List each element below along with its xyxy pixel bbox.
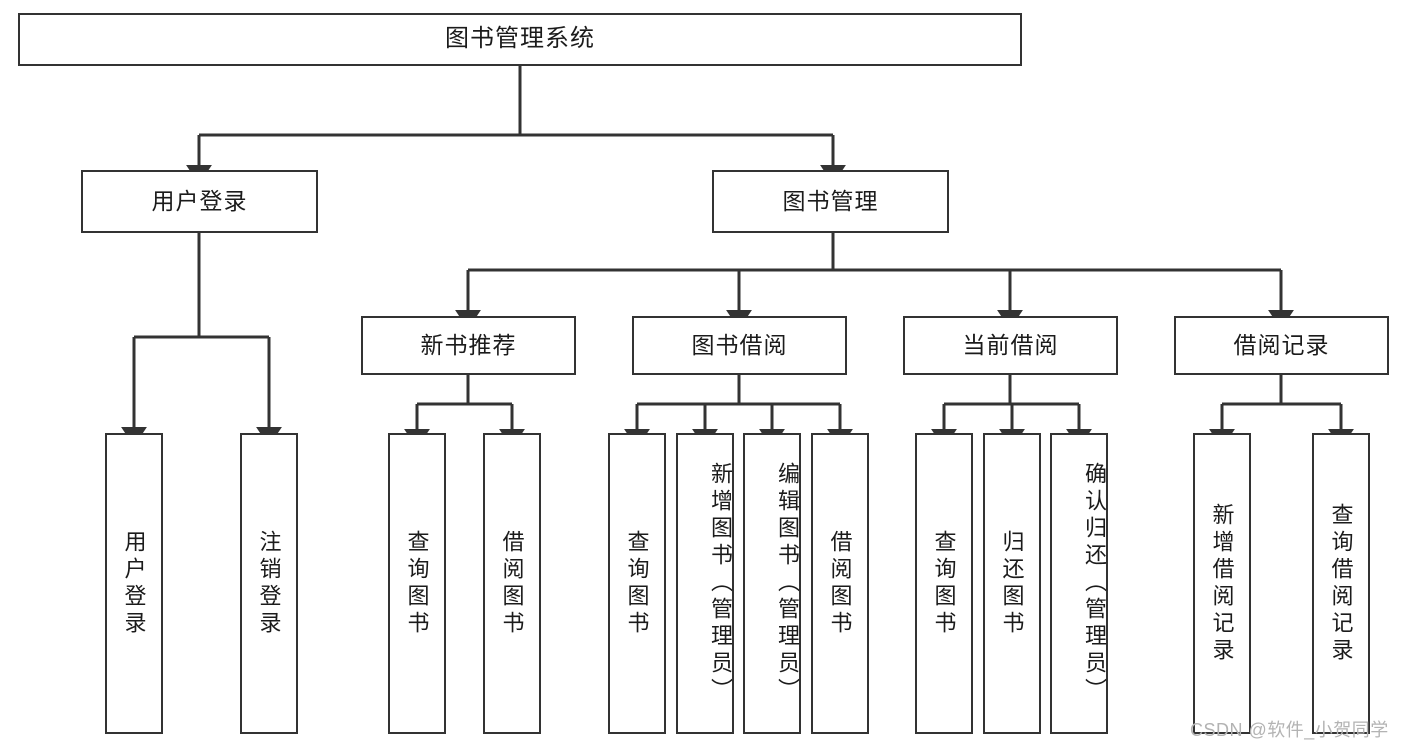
leaf-book-borrow-borrow[interactable]: 借阅图书 [811,433,869,734]
node-current-borrow[interactable]: 当前借阅 [903,316,1118,375]
leaf-new-book-borrow[interactable]: 借阅图书 [483,433,541,734]
node-user-login[interactable]: 用户登录 [81,170,318,233]
leaf-book-borrow-query[interactable]: 查询图书 [608,433,666,734]
node-book-borrow[interactable]: 图书借阅 [632,316,847,375]
leaf-book-borrow-edit[interactable]: 编辑图书（管理员） [743,433,801,734]
watermark-text: CSDN @软件_小贺同学 [1190,720,1389,740]
node-new-book-recommend[interactable]: 新书推荐 [361,316,576,375]
leaf-new-book-query[interactable]: 查询图书 [388,433,446,734]
node-root-system[interactable]: 图书管理系统 [18,13,1022,66]
leaf-current-borrow-query[interactable]: 查询图书 [915,433,973,734]
leaf-current-borrow-confirm-return[interactable]: 确认归还（管理员） [1050,433,1108,734]
leaf-user-login-logout[interactable]: 注销登录 [240,433,298,734]
leaf-user-login-login[interactable]: 用户登录 [105,433,163,734]
leaf-current-borrow-return[interactable]: 归还图书 [983,433,1041,734]
node-borrow-record[interactable]: 借阅记录 [1174,316,1389,375]
leaf-borrow-record-query[interactable]: 查询借阅记录 [1312,433,1370,734]
leaf-book-borrow-add[interactable]: 新增图书（管理员） [676,433,734,734]
leaf-borrow-record-add[interactable]: 新增借阅记录 [1193,433,1251,734]
node-book-management[interactable]: 图书管理 [712,170,949,233]
